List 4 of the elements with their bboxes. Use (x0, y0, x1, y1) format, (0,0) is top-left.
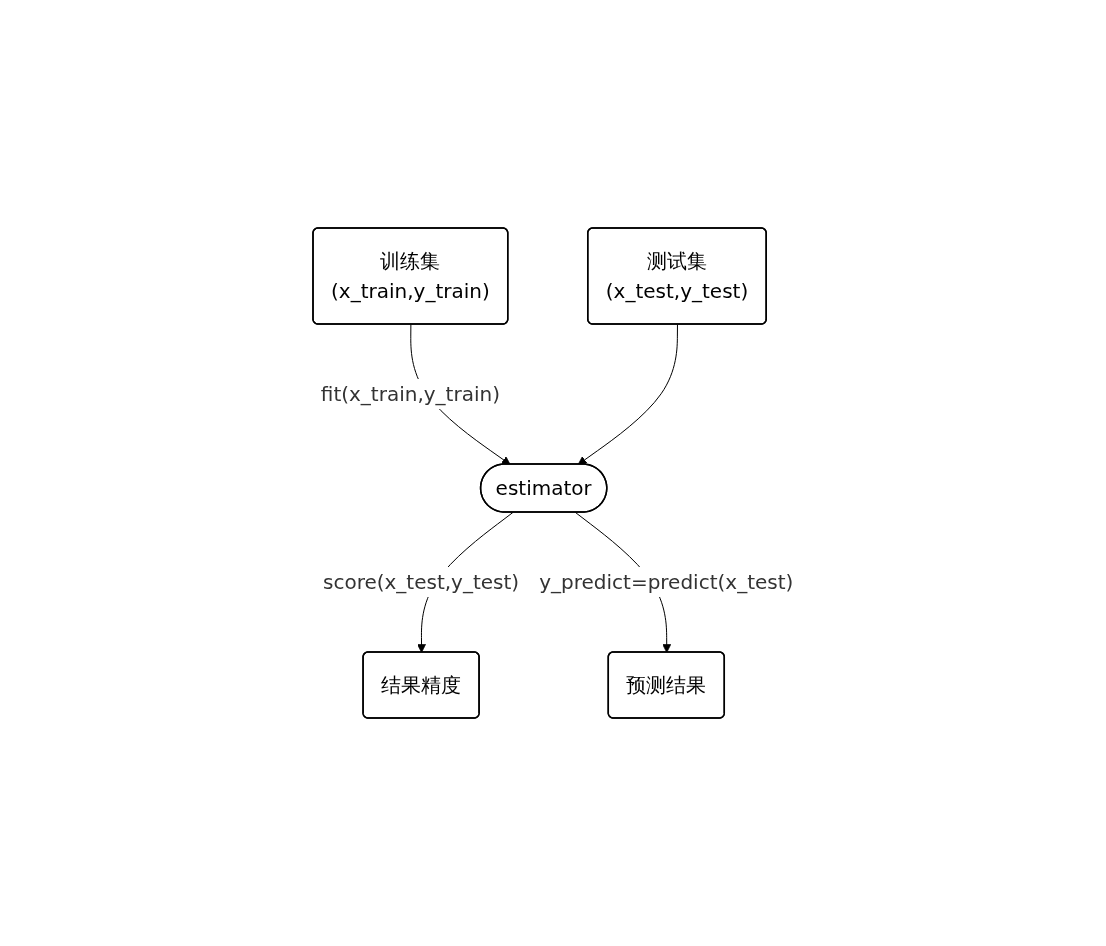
edge-label: fit(x_train,y_train) (320, 381, 500, 406)
edge-label: y_predict=predict(x_test) (538, 569, 794, 594)
arrow (577, 324, 678, 465)
edge-label: score(x_test,y_test) (322, 569, 519, 594)
